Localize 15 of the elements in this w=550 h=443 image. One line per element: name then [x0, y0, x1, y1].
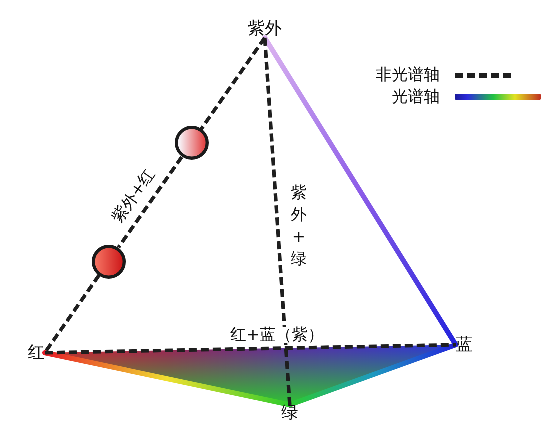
vertex-label: 红: [28, 344, 45, 362]
vertex-label: 绿: [282, 405, 298, 422]
spectrum-line: [288, 342, 458, 408]
legend-label: 光谱轴: [392, 89, 440, 105]
vertex-label: 蓝: [456, 336, 473, 354]
dashed-line: [117, 156, 184, 249]
legend-label: 非光谱轴: [376, 67, 440, 83]
edge-label: 紫外+红: [109, 166, 158, 226]
dashed-line: [44, 343, 456, 355]
point-marker: [174, 126, 209, 160]
dashed-line: [200, 36, 266, 130]
edge-label: 紫外+绿: [290, 182, 308, 270]
dashed-line: [263, 38, 292, 406]
vertex-label: 紫外: [248, 21, 282, 38]
point-marker: [92, 244, 126, 278]
